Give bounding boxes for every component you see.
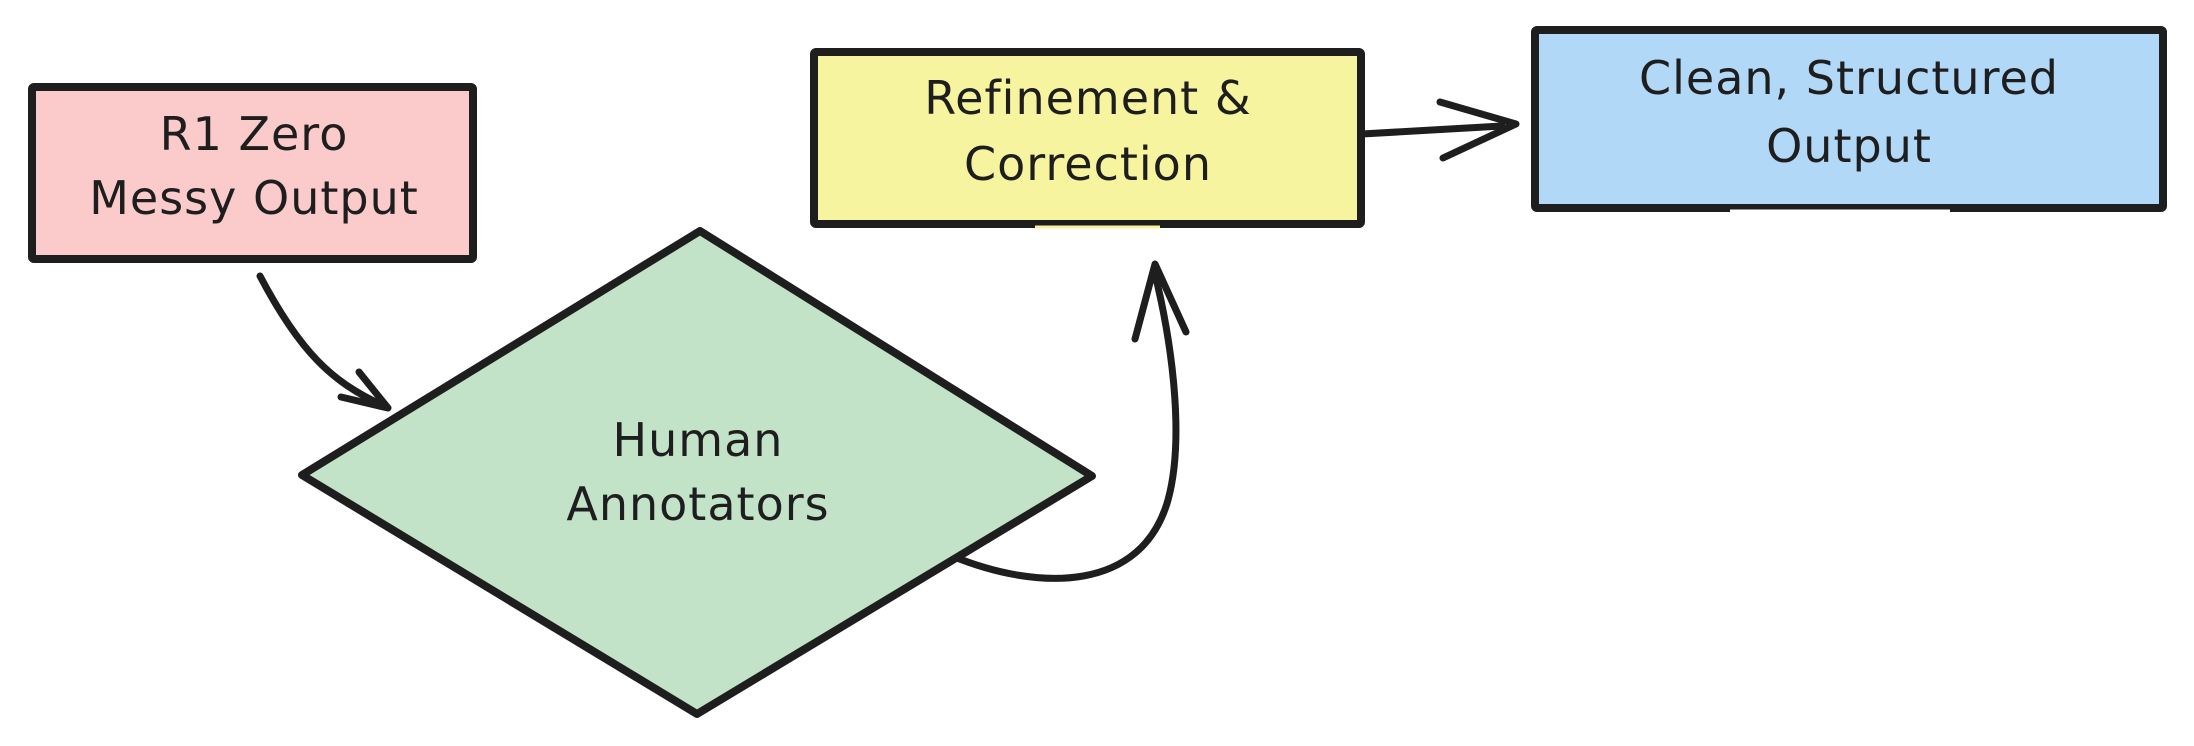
- node-clean-structured-output-box: [1531, 26, 2167, 212]
- node-human-annotators-label-line-1: Human: [613, 413, 784, 467]
- node-human-annotators-diamond: [298, 227, 1096, 718]
- node-r1-zero: R1 Zero Messy Output: [28, 83, 477, 263]
- arrowhead-to-clean-output-icon: [1436, 98, 1520, 162]
- node-r1-zero-label-line-2: Messy Output: [89, 171, 419, 225]
- edge-refinement-to-clean-output: [1358, 122, 1506, 138]
- node-refinement-correction: Refinement & Correction: [810, 48, 1365, 229]
- node-r1-zero-label-line-1: R1 Zero: [160, 107, 349, 161]
- node-human-annotators: Human Annotators: [298, 227, 1096, 718]
- node-clean-structured-output-label-line-1: Clean, Structured: [1639, 51, 2059, 105]
- node-refinement-correction-label-line-1: Refinement &: [924, 71, 1251, 125]
- node-clean-structured-output: Clean, Structured Output: [1531, 26, 2167, 213]
- edge-r1-zero-to-human-annotators: [256, 272, 386, 409]
- node-human-annotators-label-line-2: Annotators: [566, 477, 829, 531]
- edge-human-annotators-to-refinement: [948, 266, 1180, 582]
- arrowhead-to-human-annotators-icon: [337, 368, 392, 412]
- node-r1-zero-box: [28, 83, 477, 263]
- node-refinement-correction-box: [810, 48, 1365, 228]
- node-clean-structured-output-label-line-2: Output: [1766, 119, 1932, 173]
- node-refinement-correction-label-line-2: Correction: [964, 137, 1212, 191]
- arrowhead-to-refinement-icon: [1131, 260, 1190, 343]
